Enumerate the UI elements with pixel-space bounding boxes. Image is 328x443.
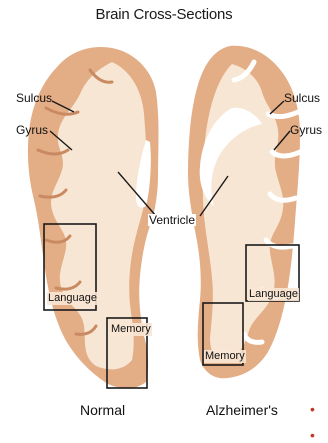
gyrus-left-label: Gyrus xyxy=(16,124,48,136)
gyrus-right-label: Gyrus xyxy=(290,124,322,136)
alzheimers-memory-label: Memory xyxy=(204,350,246,363)
alzheimers-language-label: Language xyxy=(248,288,299,301)
sulcus-right-label: Sulcus xyxy=(284,92,320,104)
bullet-marker: • xyxy=(310,402,315,416)
normal-caption: Normal xyxy=(80,402,125,418)
ventricle-label: Ventricle xyxy=(148,214,196,226)
bullet-marker-lower: • xyxy=(310,428,315,442)
normal-language-label: Language xyxy=(47,292,98,305)
normal-memory-label: Memory xyxy=(110,323,152,336)
sulcus-left-label: Sulcus xyxy=(16,92,52,104)
alzheimers-caption: Alzheimer's xyxy=(206,402,278,418)
